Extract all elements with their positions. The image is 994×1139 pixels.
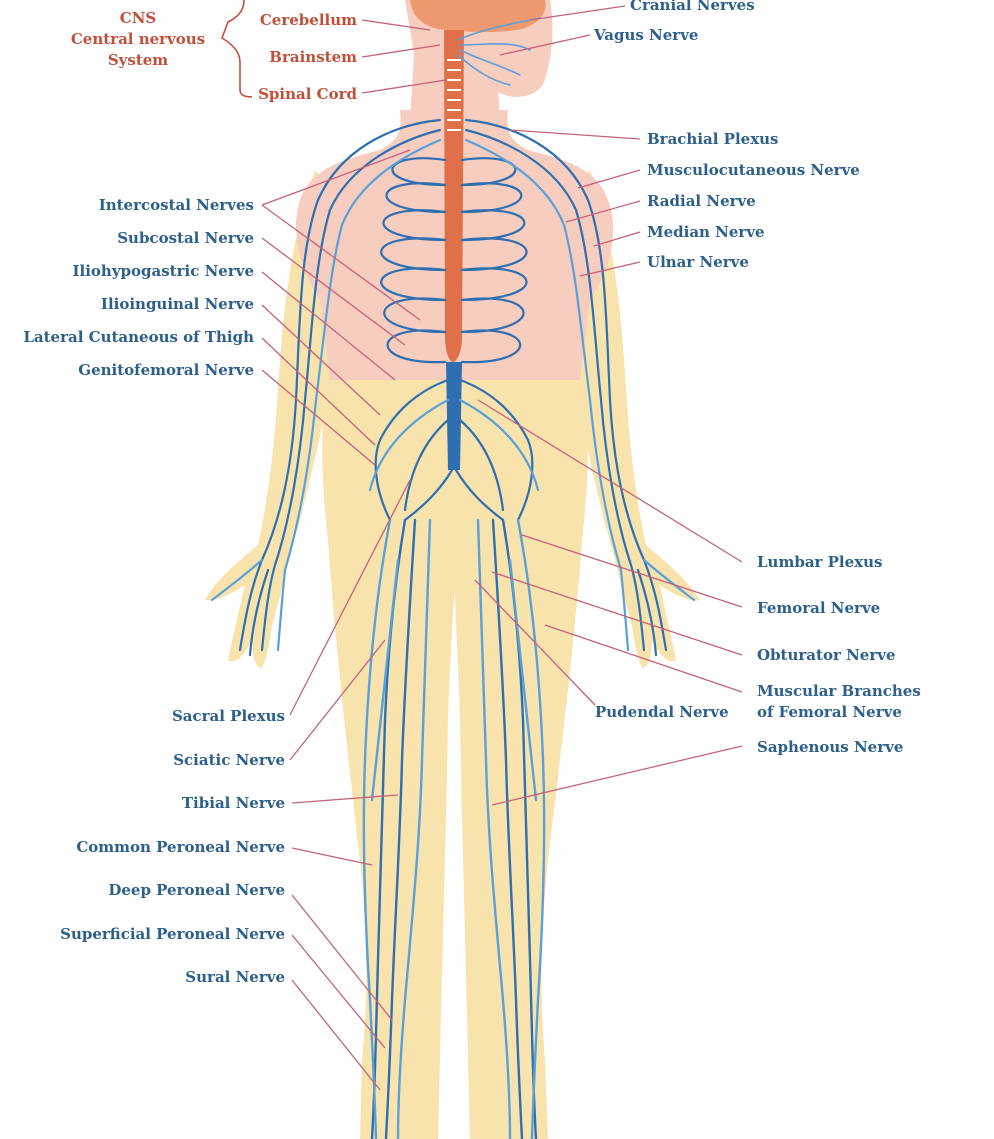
label-subcostal-nerve: Subcostal Nerve	[117, 229, 254, 247]
label-muscular-branches-2: of Femoral Nerve	[757, 703, 902, 721]
label-radial-nerve: Radial Nerve	[647, 192, 756, 210]
leader-superficial-peroneal	[291, 934, 386, 1049]
label-sural-nerve: Sural Nerve	[185, 968, 285, 986]
leader-common-peroneal	[291, 847, 373, 866]
leader-median	[593, 231, 641, 247]
label-median-nerve: Median Nerve	[647, 223, 765, 241]
label-common-peroneal-nerve: Common Peroneal Nerve	[76, 838, 285, 856]
label-lumbar-plexus: Lumbar Plexus	[757, 553, 882, 571]
leg-nerves-right	[476, 518, 546, 1139]
label-femoral-nerve: Femoral Nerve	[757, 599, 880, 617]
leader-intercostal	[261, 149, 421, 321]
label-musculocutaneous-nerve: Musculocutaneous Nerve	[647, 161, 860, 179]
right-top-labels: Cranial Nerves Vagus Nerve Brachial Plex…	[593, 0, 860, 271]
leader-obturator	[491, 571, 743, 656]
leader-sacral	[289, 479, 411, 716]
cranial-branches	[457, 17, 541, 86]
cns-labels: CNS Central nervous System Cerebellum Br…	[71, 9, 358, 103]
label-spinal-cord: Spinal Cord	[258, 85, 357, 103]
label-sacral-plexus: Sacral Plexus	[172, 707, 285, 725]
leader-ilioing	[261, 304, 381, 416]
arm-right	[564, 170, 700, 668]
leader-lat-cut	[261, 337, 376, 446]
cns-subtitle-1: Central nervous	[71, 30, 205, 48]
leader-vagus	[499, 34, 591, 56]
leg-nerves-left	[362, 518, 432, 1139]
leader-subcostal	[261, 237, 406, 346]
leader-lines	[221, 0, 743, 1091]
leader-sciatic	[289, 639, 386, 761]
leader-cerebellum	[361, 19, 431, 31]
leader-genito	[261, 369, 376, 466]
leader-brachial	[509, 129, 641, 140]
label-superficial-peroneal-nerve: Superficial Peroneal Nerve	[60, 925, 285, 943]
label-tibial-nerve: Tibial Nerve	[182, 794, 285, 812]
intercostal-arcs	[380, 157, 528, 364]
left-bottom-labels: Sacral Plexus Sciatic Nerve Tibial Nerve…	[60, 707, 285, 986]
label-intercostal-nerves: Intercostal Nerves	[99, 196, 254, 214]
label-iliohypogastric-nerve: Iliohypogastric Nerve	[73, 262, 255, 280]
label-ilioinguinal-nerve: Ilioinguinal Nerve	[101, 295, 254, 313]
label-ulnar-nerve: Ulnar Nerve	[647, 253, 749, 271]
leader-musculo	[577, 169, 641, 189]
leader-brainstem	[361, 44, 441, 58]
label-brachial-plexus: Brachial Plexus	[647, 130, 779, 148]
arm-nerves-right	[464, 118, 696, 657]
label-cranial-nerves: Cranial Nerves	[630, 0, 755, 14]
right-bottom-labels: Lumbar Plexus Femoral Nerve Obturator Ne…	[595, 553, 921, 756]
leader-deep-peroneal	[291, 894, 393, 1021]
label-obturator-nerve: Obturator Nerve	[757, 646, 896, 664]
left-top-labels: Intercostal Nerves Subcostal Nerve Ilioh…	[23, 196, 254, 379]
label-lateral-cutaneous: Lateral Cutaneous of Thigh	[23, 328, 254, 346]
leader-ulnar	[579, 261, 641, 277]
cns-title: CNS	[120, 9, 156, 27]
cns-subtitle-2: System	[108, 51, 168, 69]
label-genitofemoral-nerve: Genitofemoral Nerve	[78, 361, 254, 379]
leader-sural	[291, 979, 381, 1091]
leader-spinal-cord	[361, 79, 447, 94]
spinal-cord	[444, 30, 464, 362]
leader-femoral	[521, 534, 743, 608]
leader-iliohypo	[261, 271, 396, 381]
leader-saphenous	[491, 745, 743, 806]
arm-nerves-left	[210, 118, 442, 657]
nerve-network	[210, 17, 696, 1139]
leader-lumbar	[477, 399, 743, 563]
label-brainstem: Brainstem	[269, 48, 357, 66]
label-sciatic-nerve: Sciatic Nerve	[173, 751, 285, 769]
label-muscular-branches-1: Muscular Branches	[757, 682, 921, 700]
leader-cranial	[529, 5, 626, 21]
label-saphenous-nerve: Saphenous Nerve	[757, 738, 903, 756]
pelvic-nerves	[368, 378, 540, 522]
leader-muscular	[544, 624, 743, 693]
cauda-equina	[446, 362, 462, 470]
arm-left	[205, 170, 340, 668]
label-pudendal-nerve: Pudendal Nerve	[595, 703, 729, 721]
leader-tibial	[291, 794, 399, 804]
label-cerebellum: Cerebellum	[260, 11, 357, 29]
label-deep-peroneal-nerve: Deep Peroneal Nerve	[108, 881, 285, 899]
label-vagus-nerve: Vagus Nerve	[593, 26, 698, 44]
leader-pudendal	[474, 579, 596, 706]
leader-radial	[565, 200, 641, 223]
spinal-dashes	[447, 59, 461, 131]
cns-brace	[221, 0, 253, 98]
